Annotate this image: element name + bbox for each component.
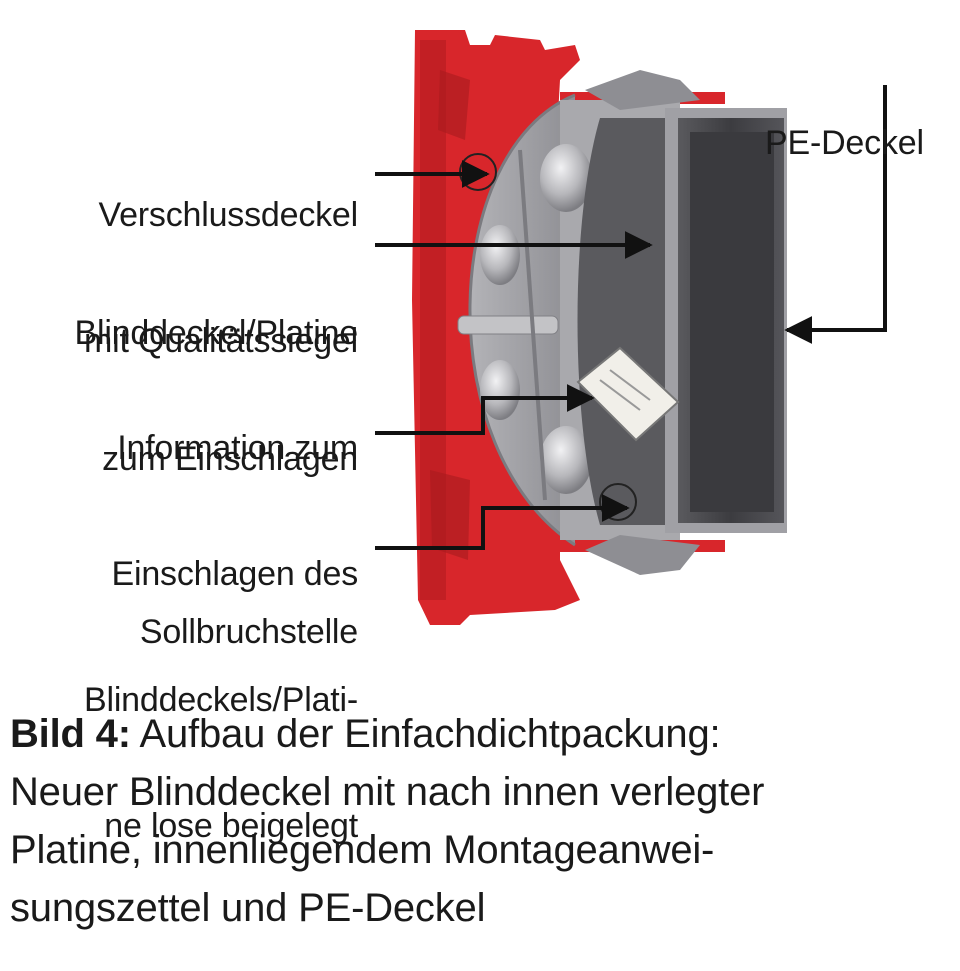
label-line: mit Qualitätssiegel (84, 322, 358, 360)
arrow-information (375, 384, 595, 435)
label-line: Blinddeckels/Plati- (84, 681, 358, 719)
label-line: Blinddeckel/Platine (74, 314, 359, 352)
label-sollbruchstelle: Sollbruchstelle (140, 527, 358, 695)
label-pe-deckel: PE-Deckel (765, 38, 924, 206)
label-line: zum Einschlagen (102, 440, 358, 478)
caption-line-3: Platine, innenliegendem Montageanwei- (10, 828, 715, 872)
label-line: Einschlagen des (111, 555, 358, 593)
caption-prefix: Bild 4: (10, 712, 131, 756)
figure-caption: Bild 4: Aufbau der Einfachdichtpackung: … (10, 705, 950, 937)
label-blinddeckel: Blinddeckel/Platine zum Einschlagen (75, 228, 359, 522)
pe-lid (665, 108, 787, 533)
info-note (576, 346, 680, 442)
label-line: PE-Deckel (765, 124, 924, 162)
housing-cavity (577, 118, 665, 525)
label-line: Verschlussdeckel (98, 196, 359, 234)
caption-text-1: Aufbau der Einfachdichtpackung: (130, 712, 721, 756)
label-information: Information zum Einschlagen des Blinddec… (84, 343, 358, 889)
callout-arrows (375, 85, 887, 550)
label-line: Information zum (117, 429, 358, 467)
knockout-knobs (457, 144, 592, 501)
caption-line-4: sungszettel und PE-Deckel (10, 886, 486, 930)
caption-line-1: Bild 4: Aufbau der Einfachdichtpackung: (10, 705, 950, 763)
label-line: Sollbruchstelle (139, 613, 358, 651)
label-verschlussdeckel: Verschlussdeckel mit Qualitätssiegel (84, 110, 358, 404)
label-line: ne lose beigelegt (104, 807, 358, 845)
diagram-figure (375, 30, 887, 625)
arrow-pe-deckel (784, 85, 887, 344)
caption-line-2: Neuer Blinddeckel mit nach innen verlegt… (10, 770, 765, 814)
arrow-sollbruchstelle (375, 494, 630, 550)
